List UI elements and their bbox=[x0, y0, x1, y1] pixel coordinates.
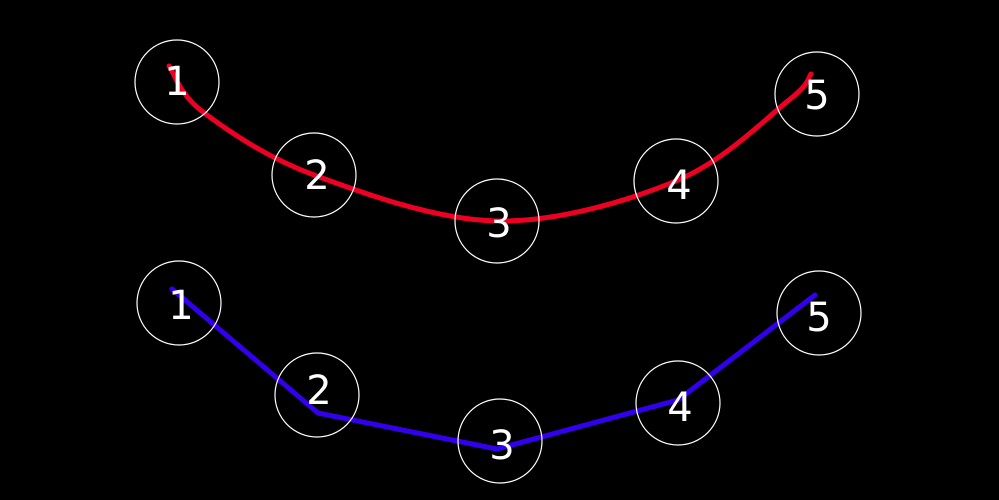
polyline-row-node-3: 3 bbox=[457, 398, 543, 484]
node-circle bbox=[454, 178, 540, 264]
node-label: 3 bbox=[486, 201, 511, 247]
node-circle bbox=[271, 132, 357, 218]
smooth-row-node-3: 3 bbox=[454, 178, 540, 264]
polyline-row-node-2: 2 bbox=[274, 352, 360, 438]
smooth-row-node-1: 1 bbox=[134, 39, 220, 125]
node-circle bbox=[776, 270, 862, 356]
smooth-row-node-2: 2 bbox=[271, 132, 357, 218]
node-circle bbox=[635, 360, 721, 446]
smooth-row-node-4: 4 bbox=[633, 138, 719, 224]
node-circle bbox=[136, 260, 222, 346]
polyline-row-node-5: 5 bbox=[776, 270, 862, 356]
polyline-path bbox=[169, 286, 818, 452]
node-label: 5 bbox=[804, 73, 829, 119]
node-label: 4 bbox=[666, 163, 691, 209]
polyline-path-row: 1 2 3 4 5 bbox=[136, 260, 862, 484]
node-label: 2 bbox=[306, 368, 331, 414]
node-label: 2 bbox=[304, 153, 329, 199]
node-label: 1 bbox=[168, 283, 193, 329]
node-circle bbox=[134, 39, 220, 125]
node-label: 3 bbox=[489, 423, 514, 469]
polyline-row-node-1: 1 bbox=[136, 260, 222, 346]
node-circle bbox=[457, 398, 543, 484]
smooth-curve-path bbox=[166, 63, 814, 224]
smooth-row-node-5: 5 bbox=[774, 51, 860, 137]
node-label: 1 bbox=[164, 59, 189, 105]
node-circle bbox=[633, 138, 719, 224]
polyline-row-node-4: 4 bbox=[635, 360, 721, 446]
node-label: 4 bbox=[667, 385, 692, 431]
node-circle bbox=[274, 352, 360, 438]
smooth-path-row: 1 2 3 4 5 bbox=[134, 39, 860, 264]
node-circle bbox=[774, 51, 860, 137]
node-label: 5 bbox=[806, 295, 831, 341]
